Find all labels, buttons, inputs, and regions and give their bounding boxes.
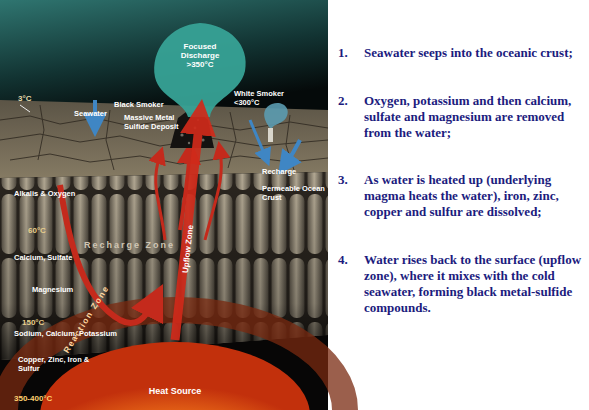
step-number: 3. — [338, 172, 360, 188]
magma-outline — [40, 342, 310, 410]
annotation-label: White Smoker <300°C — [234, 90, 296, 107]
annotation-label: 3°C — [18, 94, 58, 103]
annotation-label: Copper, Zinc, Iron & Sulfur — [18, 356, 90, 373]
annotation-label: 150°C — [22, 318, 62, 327]
annotation-label: Permeable Ocean Crust — [262, 185, 326, 202]
annotation-label: 350-400°C — [14, 394, 84, 403]
annotation-label: Magnesium — [32, 286, 102, 295]
flow-arrow — [156, 155, 165, 240]
edge-label: Upflow Zone — [180, 224, 194, 273]
upflow-arrow — [175, 117, 200, 340]
step-text: Oxygen, potassium and then calcium, sulf… — [364, 93, 584, 141]
step-text: Water rises back to the surface (upflow … — [364, 252, 584, 316]
annotation-label: Recharge Zone — [84, 240, 224, 250]
step-text: As water is heated up (underlying magma … — [364, 172, 584, 220]
reaction-band — [5, 310, 345, 410]
deposit-spots — [180, 119, 204, 144]
step-number: 4. — [338, 252, 360, 268]
annotation-label: Calcium, Sulfate — [14, 254, 99, 263]
annotation-label: Recharge — [262, 168, 317, 177]
step-number: 1. — [338, 45, 360, 61]
heat-source: Heat Source — [40, 340, 310, 410]
white-smoker-plume — [264, 103, 288, 128]
recharge-arrow — [60, 185, 155, 323]
annotation-label: Alkalis & Oxygen — [14, 190, 99, 199]
node-label: Focused Discharge >350°C — [169, 20, 231, 69]
flow-arrow — [180, 152, 190, 230]
recharge-arrow-blue — [250, 120, 266, 158]
flow-arrow — [205, 150, 221, 240]
plume-outline — [154, 23, 246, 117]
step-text: Seawater seeps into the oceanic crust; — [364, 45, 584, 61]
leader-line — [20, 105, 30, 112]
step-number: 2. — [338, 93, 360, 109]
white-chimney — [268, 128, 273, 142]
annotation-label: Seawater — [74, 110, 124, 119]
annotation-label: Black Smoker — [114, 101, 174, 110]
node-label: Heat Source — [115, 340, 235, 396]
sea-floor — [0, 100, 328, 178]
annotation-label: Massive Metal Sulfide Deposit — [124, 114, 190, 131]
recharge-arrow-blue — [285, 140, 300, 165]
magma-shape — [40, 340, 310, 410]
annotation-label: 60°C — [28, 226, 68, 235]
